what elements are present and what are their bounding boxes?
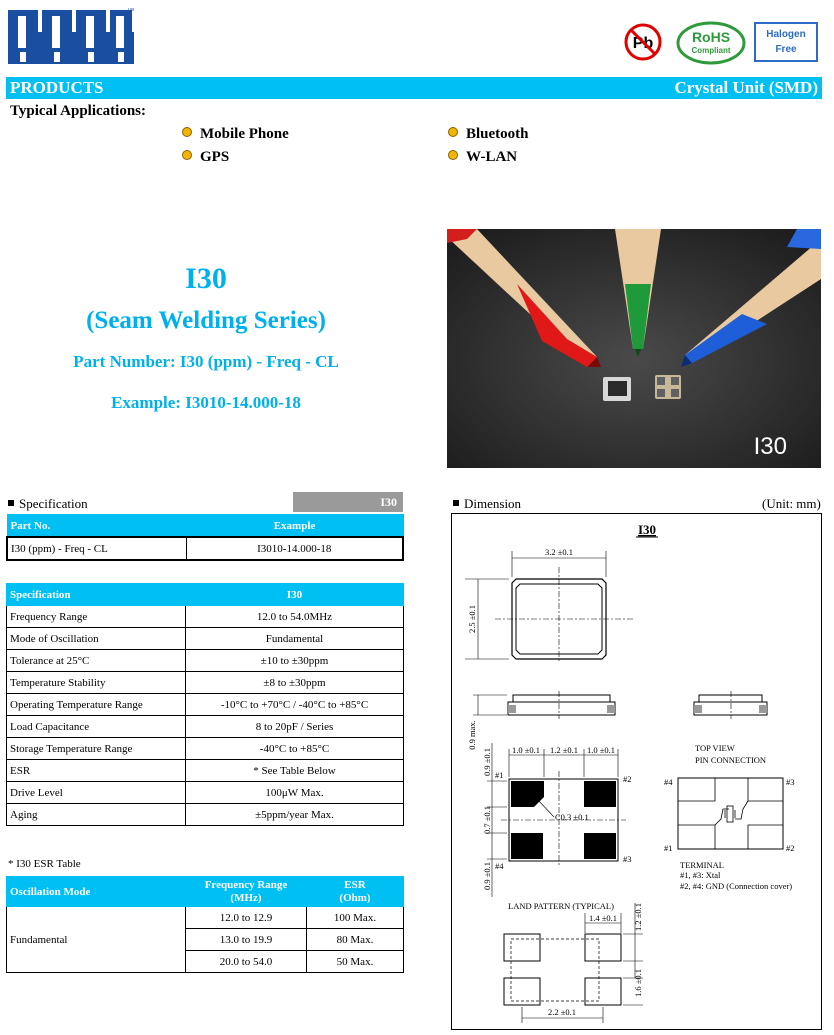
top-view-label: TOP VIEW (695, 743, 735, 753)
pin-label: #4 (664, 777, 673, 787)
drawing-title: I30 (638, 522, 656, 537)
esr-table: Oscillation Mode Frequency Range(MHz) ES… (6, 876, 404, 973)
example-cell: I3010-14.000-18 (185, 536, 404, 561)
pin-label: #3 (786, 777, 795, 787)
height-dim: 2.5 ±0.1 (467, 605, 477, 633)
freq-header: Frequency Range(MHz) (185, 876, 307, 907)
table-row: Operating Temperature Range-10°C to +70°… (6, 693, 404, 716)
terminal-title: TERMINAL (680, 860, 724, 870)
pin-label: #3 (623, 854, 632, 864)
bullet-icon (182, 150, 192, 160)
pad-right-dim: 1.0 ±0.1 (587, 745, 615, 755)
table-row: Temperature Stability±8 to ±30ppm (6, 671, 404, 694)
dimension-drawing (451, 513, 822, 1030)
product-title: I30 (185, 262, 227, 295)
product-photo: I30 (447, 229, 821, 468)
applications-heading: Typical Applications: (10, 103, 146, 119)
esr-caption: * I30 ESR Table (8, 858, 81, 870)
application-item: Mobile Phone (182, 126, 289, 143)
pin-connection-label: PIN CONNECTION (695, 755, 766, 765)
lp-pad-w-dim: 1.4 ±0.1 (589, 913, 617, 923)
width-dim: 3.2 ±0.1 (545, 547, 573, 557)
thickness-dim: 0.9 max. (467, 720, 477, 750)
table-row: Storage Temperature Range-40°C to +85°C (6, 737, 404, 760)
part-cell: I30 (ppm) - Freq - CL (6, 536, 187, 561)
rohs-label: RoHS (692, 29, 730, 45)
application-item: GPS (182, 149, 229, 166)
esr-header: ESR(Ohm) (306, 876, 404, 907)
land-pattern-label: LAND PATTERN (TYPICAL) (508, 901, 614, 911)
part-table: Part No. Example I30 (ppm) - Freq - CL I… (6, 514, 404, 561)
lead-free-icon: Pb (624, 23, 662, 61)
halogen-free-badge: Halogen Free (754, 22, 818, 62)
bullet-icon (448, 127, 458, 137)
table-row: Aging±5ppm/year Max. (6, 803, 404, 826)
application-item: Bluetooth (448, 126, 529, 143)
terminal-line-2: #2, #4: GND (Connection cover) (680, 881, 792, 891)
table-row: 20.0 to 54.0 50 Max. (7, 950, 404, 973)
dimension-unit: (Unit: mm) (762, 496, 821, 511)
pad-top-dim: 0.9 ±0.1 (482, 748, 492, 776)
table-row: 13.0 to 19.9 80 Max. (7, 928, 404, 951)
square-bullet-icon (453, 500, 459, 506)
lp-pad-h-dim: 1.2 ±0.1 (633, 903, 643, 931)
table-row: Fundamental 12.0 to 12.9 100 Max. (6, 906, 404, 973)
rohs-sub-label: Compliant (691, 46, 730, 55)
pin-label: #2 (786, 843, 795, 853)
dimension-svg: I30 3.2 ±0.1 2.5 ±0.1 0.9 max. 1.0 ±0.1 … (465, 522, 795, 1023)
example-header: Example (185, 514, 404, 538)
model-header: I30 (185, 583, 404, 606)
svg-text:TM: TM (127, 8, 134, 13)
dimension-heading: Dimension (453, 496, 521, 512)
spec-header: Specification (6, 583, 186, 606)
pin-label: #4 (495, 861, 504, 871)
product-subtitle: (Seam Welding Series) (86, 307, 326, 334)
free-label: Free (775, 44, 797, 55)
part-header: Part No. (6, 514, 187, 538)
part-number: Part Number: I30 (ppm) - Freq - CL (73, 352, 339, 371)
bullet-icon (448, 150, 458, 160)
pin-label: #1 (495, 770, 504, 780)
pad-left-dim: 1.0 ±0.1 (512, 745, 540, 755)
application-item: W-LAN (448, 149, 517, 166)
part-example: Example: I3010-14.000-18 (111, 393, 301, 412)
pad-gap-dim: 0.7 ±0.1 (482, 806, 492, 834)
halogen-label: Halogen (766, 29, 806, 40)
product-category: Crystal Unit (SMD) (674, 78, 818, 97)
specification-heading: Specification (8, 496, 88, 512)
chamfer-dim: C0.3 ±0.1 (555, 812, 589, 822)
lp-gap-dim: 1.6 ±0.1 (633, 969, 643, 997)
pin-label: #1 (664, 843, 673, 853)
products-bar: PRODUCTS Crystal Unit (SMD) (6, 77, 822, 99)
table-row: ESR* See Table Below (6, 759, 404, 782)
pin-label: #2 (623, 774, 632, 784)
lp-total-dim: 2.2 ±0.1 (548, 1007, 576, 1017)
mode-header: Oscillation Mode (6, 876, 186, 907)
terminal-line-1: #1, #3: Xtal (680, 870, 721, 880)
mode-cell: Fundamental (6, 906, 186, 973)
itti-logo: TM (8, 8, 134, 64)
pad-bottom-dim: 0.9 ±0.1 (482, 862, 492, 890)
spec-model-tag: I30 (293, 492, 403, 512)
table-row: Tolerance at 25°C±10 to ±30ppm (6, 649, 404, 672)
pad-mid-dim: 1.2 ±0.1 (550, 745, 578, 755)
square-bullet-icon (8, 500, 14, 506)
products-label: PRODUCTS (10, 78, 104, 97)
bullet-icon (182, 127, 192, 137)
photo-label: I30 (754, 433, 787, 460)
rohs-compliant-icon: RoHS Compliant (676, 21, 746, 65)
